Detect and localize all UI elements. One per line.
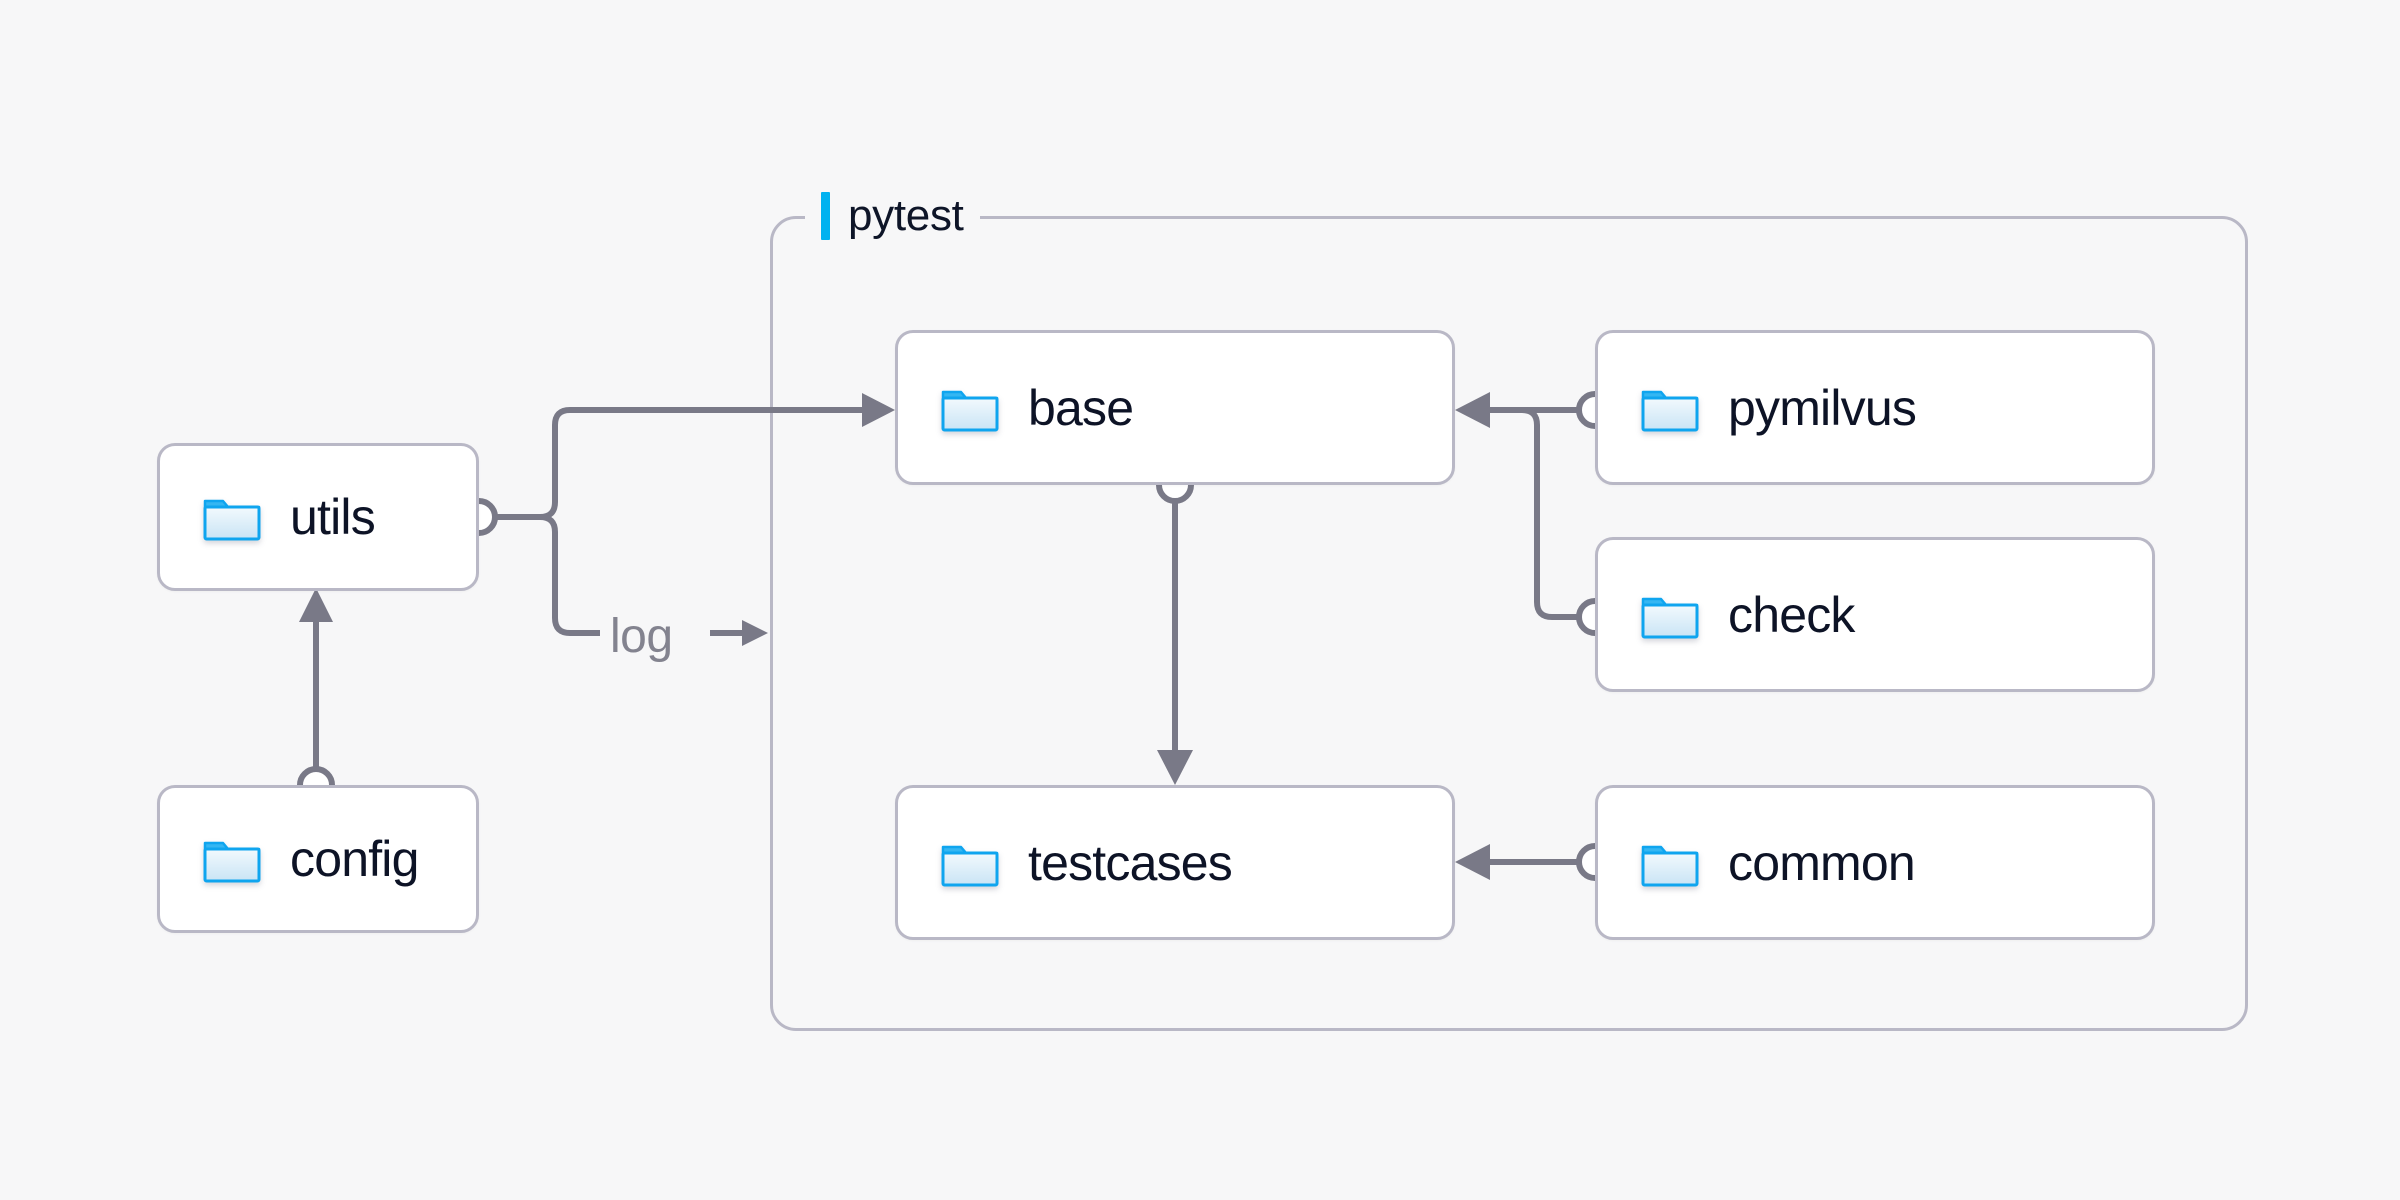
node-config[interactable]: config (157, 785, 479, 933)
node-label: pymilvus (1728, 379, 1917, 436)
node-label: utils (290, 489, 376, 545)
node-label: base (1028, 379, 1134, 436)
node-label: testcases (1028, 834, 1233, 891)
node-utils[interactable]: utils (157, 443, 479, 591)
node-label: check (1728, 586, 1855, 643)
group-accent-bar (821, 192, 830, 240)
folder-icon (941, 390, 999, 431)
node-common[interactable]: common (1595, 785, 2155, 940)
node-pymilvus[interactable]: pymilvus (1595, 330, 2155, 485)
folder-icon (203, 841, 261, 883)
group-title: pytest (848, 191, 964, 240)
node-label: config (290, 831, 419, 887)
folder-icon (1641, 597, 1699, 638)
folder-icon (941, 845, 999, 886)
folder-icon (203, 499, 261, 541)
edge-utils-to-log: log (493, 514, 768, 663)
edge-label-log: log (610, 610, 673, 663)
node-label: common (1728, 834, 1916, 891)
node-testcases[interactable]: testcases (895, 785, 1455, 940)
group-pytest[interactable] (770, 216, 2248, 1031)
folder-icon (1641, 390, 1699, 431)
group-pytest-label: pytest (805, 188, 980, 244)
folder-icon (1641, 845, 1699, 886)
node-check[interactable]: check (1595, 537, 2155, 692)
node-base[interactable]: base (895, 330, 1455, 485)
edge-config-to-utils (297, 588, 335, 804)
